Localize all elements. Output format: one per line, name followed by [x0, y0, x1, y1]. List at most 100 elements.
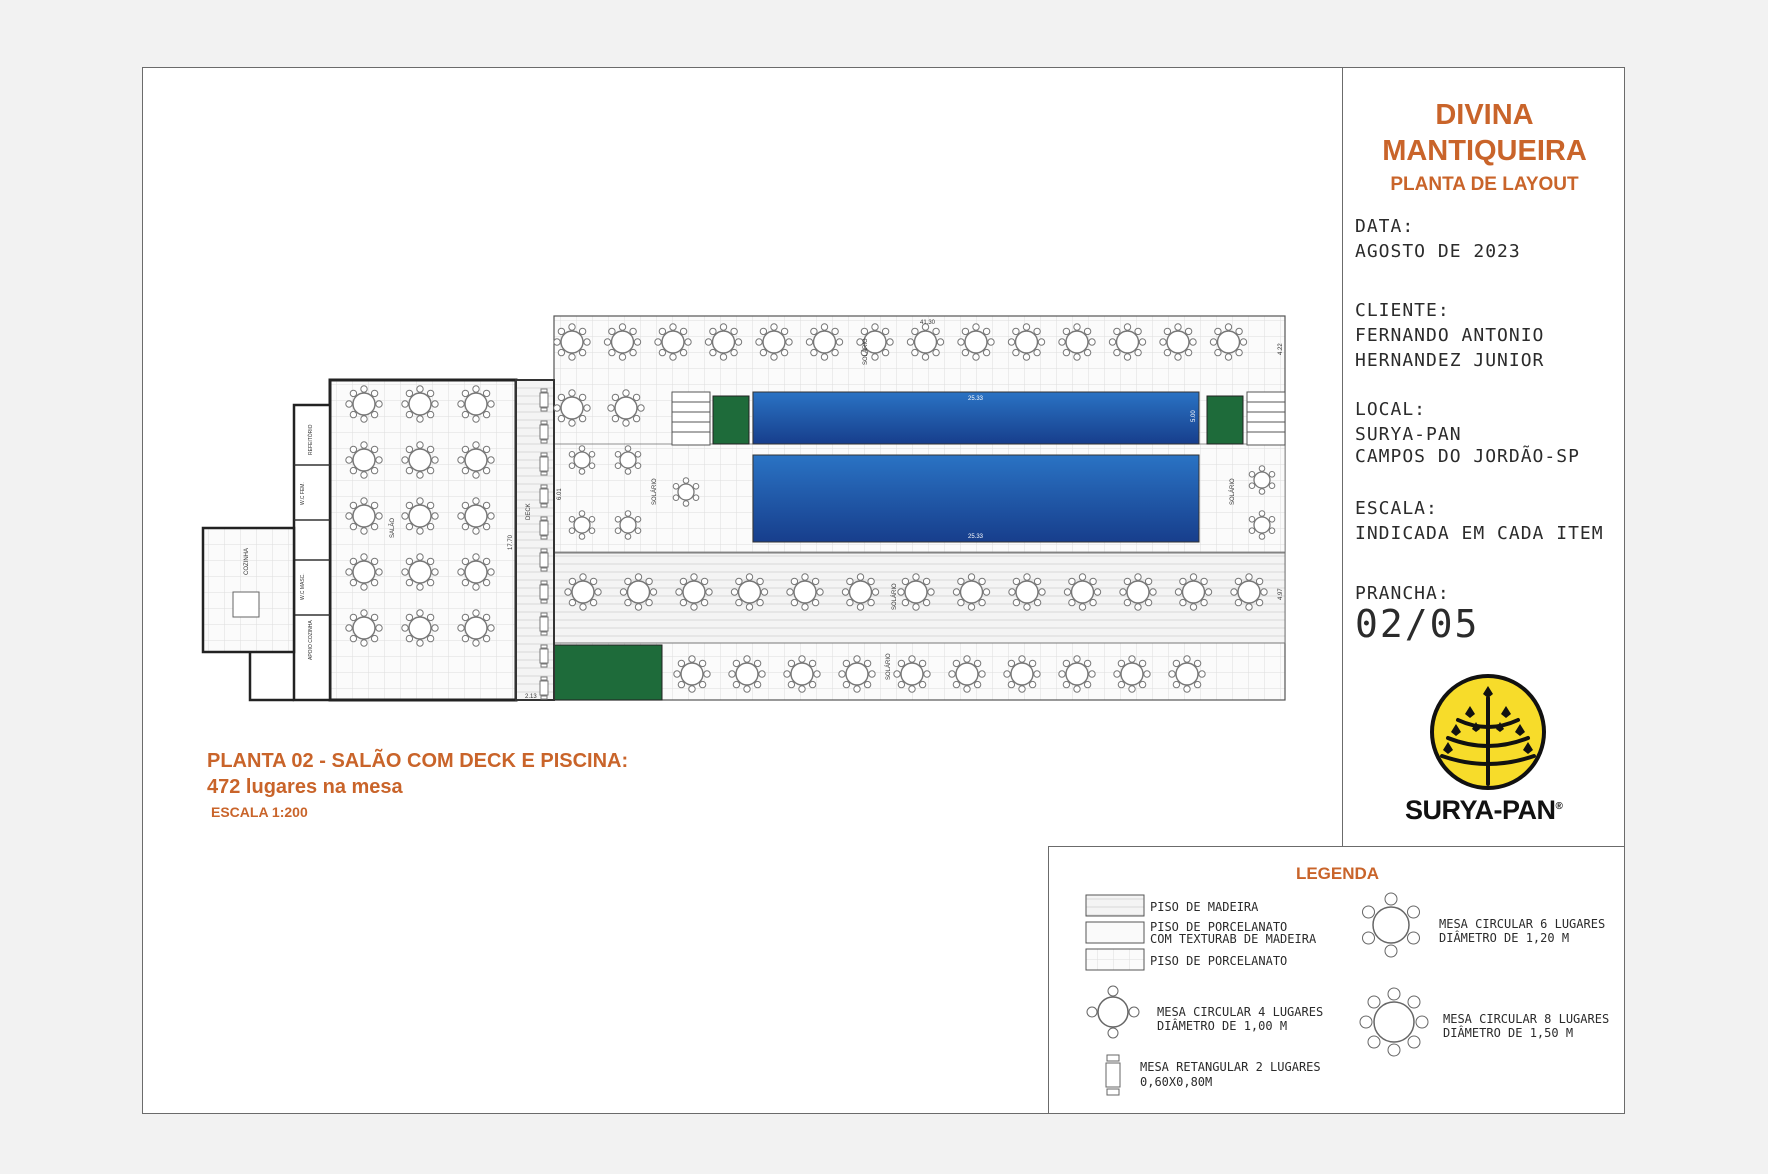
legend-table4-icon [1086, 985, 1140, 1039]
table-8-seats [952, 573, 991, 611]
table-8-seats [457, 553, 495, 591]
table-8-seats [728, 655, 766, 693]
table-8-seats [1168, 655, 1206, 693]
surya-pan-logo-icon [1430, 674, 1546, 790]
plan-title: PLANTA 02 - SALÃO COM DECK E PISCINA: [207, 750, 629, 772]
table-8-seats [1108, 323, 1147, 361]
table-8-seats [1007, 323, 1046, 361]
table-8-seats [841, 573, 880, 611]
client-line1: FERNANDO ANTONIO [1355, 325, 1545, 346]
legend-table8-1: MESA CIRCULAR 8 LUGARES [1443, 1012, 1610, 1026]
pool-stairs-left [671, 391, 711, 446]
table-8-seats [1230, 573, 1268, 611]
client-line2: HERNANDEZ JUNIOR [1355, 350, 1545, 371]
legend-table6-icon [1362, 892, 1420, 958]
deck-lounger [539, 516, 549, 540]
table-8-seats [730, 573, 769, 611]
table-8-seats [345, 497, 383, 535]
table-8-seats [838, 655, 876, 693]
table-8-seats [401, 385, 439, 423]
deck-lounger [539, 420, 549, 444]
table-8-seats [345, 385, 383, 423]
deck-lounger [539, 484, 549, 508]
table-8-seats [957, 323, 995, 361]
label-refeitorio: REFEITÓRIO [307, 424, 314, 455]
legend-rect2-1: MESA RETANGULAR 2 LUGARES [1140, 1060, 1321, 1074]
table-8-seats [1008, 573, 1046, 611]
table-8-seats [704, 323, 743, 361]
table-8-seats [619, 573, 658, 611]
deck-lounger [539, 676, 549, 700]
date-label: DATA: [1355, 216, 1415, 237]
table-8-seats [345, 441, 383, 479]
label-solario-4: SOLÁRIO [891, 583, 898, 610]
dim-right-top: 4.22 [1278, 343, 1284, 355]
table-8-seats [457, 609, 495, 647]
client-label: CLIENTE: [1355, 300, 1450, 321]
table-8-seats [948, 655, 986, 693]
dim-left-side: 6.01 [557, 488, 563, 500]
label-cozinha: COZINHA [244, 548, 250, 575]
table-8-seats [345, 609, 383, 647]
legend-symbols [1085, 892, 1429, 1096]
legend-table6-2: DIÂMETRO DE 1,20 M [1439, 931, 1570, 945]
table-8-seats [345, 553, 383, 591]
scale-label: ESCALA: [1355, 498, 1438, 519]
table-8-seats [401, 441, 439, 479]
table-8-seats [401, 497, 439, 535]
table-8-seats [673, 655, 711, 693]
label-wc-masc: W.C MASC. [300, 573, 306, 600]
salao-room [328, 378, 518, 702]
table-8-seats [1058, 655, 1096, 693]
table-8-seats [457, 385, 495, 423]
green-block-right [1206, 395, 1244, 445]
label-salao: SALÃO [389, 518, 396, 538]
sheet-number: 02/05 [1355, 602, 1480, 646]
swatch-wood-floor [1085, 894, 1145, 917]
table-8-seats [805, 323, 844, 361]
table-8-seats [401, 609, 439, 647]
brand-text: SURYA-PAN [1405, 795, 1556, 825]
plan-scale: ESCALA 1:200 [211, 804, 308, 820]
table-8-seats [893, 655, 931, 693]
label-solario-5: SOLÁRIO [885, 653, 892, 680]
table-8-seats [1209, 323, 1248, 361]
deck-lounger [539, 580, 549, 604]
local-line1: SURYA-PAN [1355, 424, 1462, 445]
table-8-seats [1174, 573, 1213, 611]
dim-right-mid: 4.97 [1278, 588, 1284, 600]
plan-seats: 472 lugares na mesa [207, 776, 403, 798]
deck-lounger [539, 548, 549, 572]
pool-top [752, 391, 1200, 445]
dim-top: 41.30 [920, 320, 936, 326]
table-8-seats [1063, 573, 1102, 611]
pool-bottom [752, 454, 1200, 543]
sheet-label: PRANCHA: [1355, 583, 1450, 604]
table-8-seats [1159, 323, 1197, 361]
table-8-seats [457, 497, 495, 535]
green-block-left [712, 395, 750, 445]
label-solario-2: SOLÁRIO [651, 478, 658, 505]
table-8-seats [1058, 323, 1096, 361]
project-name-line2: MANTIQUEIRA [1382, 135, 1587, 167]
legend-wood-floor: PISO DE MADEIRA [1150, 900, 1259, 914]
green-block-bottom [553, 644, 663, 701]
deck-corridor [515, 379, 555, 701]
scale-value: INDICADA EM CADA ITEM [1355, 523, 1604, 544]
table-8-seats [401, 553, 439, 591]
local-line2: CAMPOS DO JORDÃO-SP [1355, 446, 1580, 467]
dim-bottom: 2.13 [525, 694, 537, 700]
dim-pool-h: 5.00 [1191, 410, 1197, 422]
dim-pool-bottom: 25.33 [968, 534, 984, 540]
table-8-seats [1113, 655, 1151, 693]
pool-stairs-right [1246, 391, 1286, 446]
legend-table4-2: DIÂMETRO DE 1,00 M [1157, 1019, 1288, 1033]
table-8-seats [607, 389, 645, 427]
swatch-porcelain-wood [1085, 921, 1145, 944]
project-name-line1: DIVINA [1435, 99, 1534, 131]
table-8-seats [553, 389, 591, 427]
deck-lounger [539, 388, 549, 412]
table-8-seats [1119, 573, 1157, 611]
table-8-seats [654, 323, 692, 361]
